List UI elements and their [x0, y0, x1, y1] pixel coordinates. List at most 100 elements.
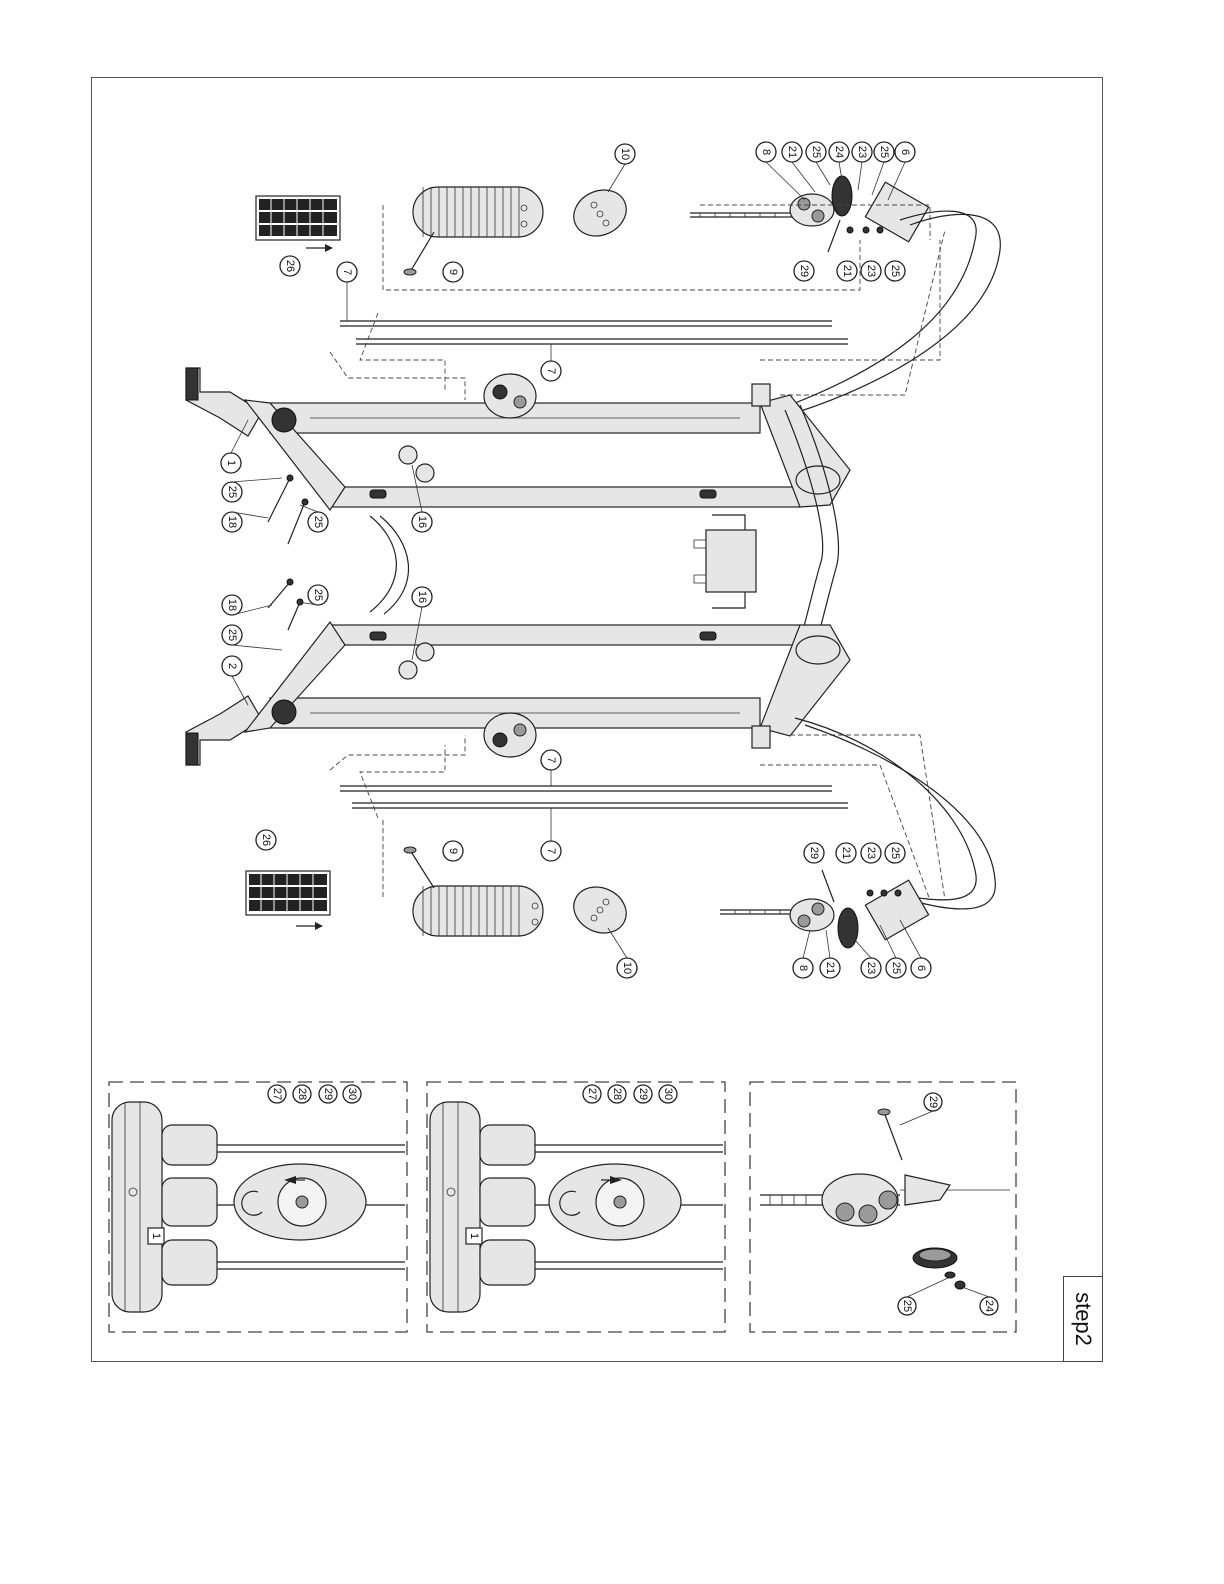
- svg-text:21: 21: [824, 962, 836, 974]
- svg-text:10: 10: [619, 148, 631, 160]
- callout-23-bottom-a: 23: [861, 843, 881, 863]
- step-label: step2: [1070, 1292, 1096, 1346]
- upright-frame-2: [186, 622, 850, 765]
- decal-26-top: [256, 196, 340, 252]
- callout-23-top-b: 23: [861, 261, 881, 281]
- callout-25-left-a: 25: [222, 482, 242, 502]
- callout-25-bottom-b: 25: [886, 958, 906, 978]
- svg-text:25: 25: [810, 146, 822, 158]
- svg-text:29: 29: [927, 1096, 939, 1108]
- svg-text:6: 6: [915, 965, 927, 971]
- svg-text:26: 26: [284, 260, 296, 272]
- svg-text:26: 26: [260, 834, 272, 846]
- leader-lines: [231, 162, 921, 958]
- svg-text:16: 16: [416, 591, 428, 603]
- svg-text:25: 25: [312, 589, 324, 601]
- callout-18-top: 18: [222, 512, 242, 532]
- cable-bottom-2: [805, 725, 995, 909]
- callout-29-panel3: 29: [924, 1093, 942, 1111]
- svg-text:7: 7: [545, 757, 557, 763]
- svg-text:27: 27: [586, 1088, 598, 1100]
- weight-stack-top: [413, 187, 543, 237]
- svg-text:10: 10: [621, 962, 633, 974]
- callout-25-panel3: 25: [898, 1297, 916, 1315]
- svg-text:29: 29: [808, 847, 820, 859]
- cable-top-2: [798, 214, 1000, 412]
- callout-28-panel1: 28: [293, 1085, 311, 1103]
- weight-stack-bottom: [413, 886, 543, 936]
- step-label-box: step2: [1063, 1276, 1103, 1362]
- svg-text:25: 25: [889, 847, 901, 859]
- pulley-bracket-bottom: [790, 870, 929, 948]
- svg-text:25: 25: [901, 1300, 913, 1312]
- callout-29-top: 29: [794, 261, 814, 281]
- svg-text:9: 9: [447, 848, 459, 854]
- callout-23-bottom-b: 23: [861, 958, 881, 978]
- svg-text:6: 6: [899, 149, 911, 155]
- svg-text:25: 25: [889, 265, 901, 277]
- callout-23-top-a: 23: [852, 142, 872, 162]
- detail-badge-panel1: 1: [150, 1233, 162, 1239]
- svg-text:21: 21: [840, 847, 852, 859]
- callout-7-bottom-a: 7: [541, 750, 561, 770]
- svg-text:7: 7: [545, 848, 557, 854]
- callout-6-top: 6: [895, 142, 915, 162]
- callout-10-bottom: 10: [617, 958, 637, 978]
- cable-top-1: [790, 211, 976, 405]
- svg-text:29: 29: [798, 265, 810, 277]
- svg-text:23: 23: [865, 847, 877, 859]
- decal-26-bottom: [246, 871, 330, 930]
- callout-8-bottom: 8: [793, 958, 813, 978]
- detail-panel-1: [109, 1082, 407, 1332]
- svg-text:1: 1: [225, 460, 237, 466]
- svg-text:28: 28: [611, 1088, 623, 1100]
- callout-25-top-a: 25: [806, 142, 826, 162]
- svg-text:7: 7: [545, 368, 557, 374]
- callout-21-top: 21: [782, 142, 802, 162]
- svg-text:30: 30: [346, 1088, 358, 1100]
- svg-text:24: 24: [983, 1300, 995, 1312]
- detail-panel-2: [427, 1082, 725, 1332]
- svg-text:25: 25: [890, 962, 902, 974]
- svg-text:7: 7: [341, 269, 353, 275]
- top-plate-10-bottom: [566, 879, 634, 942]
- callout-26-top: 26: [280, 256, 300, 276]
- callout-25-left-d: 25: [222, 625, 242, 645]
- svg-text:29: 29: [322, 1088, 334, 1100]
- callout-24-top: 24: [829, 142, 849, 162]
- callout-30-panel1: 30: [343, 1085, 361, 1103]
- selector-pin-9-top: [404, 232, 434, 275]
- callout-8-top: 8: [756, 142, 776, 162]
- svg-text:30: 30: [662, 1088, 674, 1100]
- svg-text:8: 8: [760, 149, 772, 155]
- callout-6-bottom: 6: [911, 958, 931, 978]
- svg-text:16: 16: [416, 516, 428, 528]
- svg-text:23: 23: [856, 146, 868, 158]
- callout-29-bottom: 29: [804, 843, 824, 863]
- svg-text:18: 18: [226, 599, 238, 611]
- selector-pin-9-bottom: [404, 847, 434, 888]
- callout-28-panel2: 28: [608, 1085, 626, 1103]
- callout-7-bottom-b: 7: [541, 841, 561, 861]
- assembly-lines-top: [330, 205, 945, 400]
- upright-frame-1: [186, 368, 850, 510]
- bolts-18-top: [268, 475, 308, 544]
- svg-text:18: 18: [226, 516, 238, 528]
- top-plate-10-top: [566, 182, 634, 245]
- callout-21-bottom-a: 21: [836, 843, 856, 863]
- svg-text:28: 28: [296, 1088, 308, 1100]
- callout-7-top-a: 7: [337, 262, 357, 282]
- svg-text:23: 23: [865, 962, 877, 974]
- callout-29-panel1: 29: [319, 1085, 337, 1103]
- callout-16-top: 16: [412, 512, 432, 532]
- svg-text:9: 9: [447, 269, 459, 275]
- svg-text:21: 21: [841, 265, 853, 277]
- callout-25-left-b: 25: [308, 512, 328, 532]
- callout-25-top-b: 25: [874, 142, 894, 162]
- svg-text:8: 8: [797, 965, 809, 971]
- callout-21-bottom-b: 21: [820, 958, 840, 978]
- detail-panel-3: [750, 1082, 1016, 1332]
- guide-rods-top: [340, 321, 848, 344]
- callout-25-left-c: 25: [308, 585, 328, 605]
